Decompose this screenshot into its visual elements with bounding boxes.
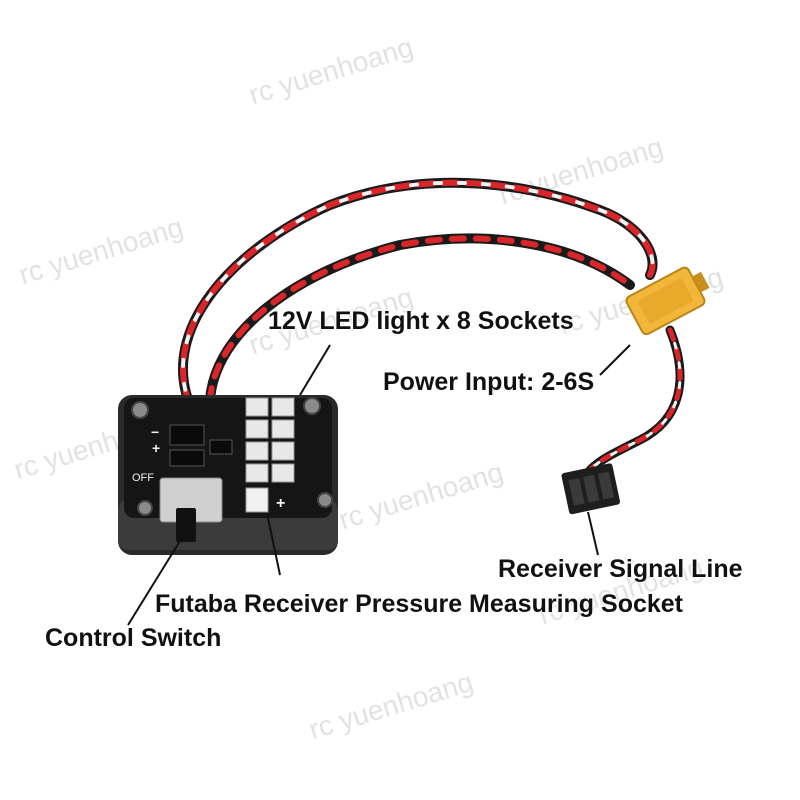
power-input-label: Power Input: 2-6S bbox=[383, 368, 595, 396]
wire-bundle-signal bbox=[585, 325, 685, 475]
led-socket-array bbox=[245, 397, 295, 483]
leader-lines bbox=[127, 344, 631, 626]
receiver-signal-label: Receiver Signal Line bbox=[498, 555, 743, 583]
led-switch-board bbox=[118, 395, 338, 555]
wire-bundle-power bbox=[205, 233, 635, 405]
plus-marking: + bbox=[152, 440, 161, 456]
minus-marking: − bbox=[151, 424, 160, 440]
control-switch-label: Control Switch bbox=[45, 624, 222, 652]
futaba-socket-label: Futaba Receiver Pressure Measuring Socke… bbox=[155, 590, 684, 618]
plus-marking: + bbox=[276, 495, 286, 512]
xt-connector bbox=[625, 266, 710, 336]
led-sockets-label: 12V LED light x 8 Sockets bbox=[268, 307, 574, 335]
wire-bundle-led bbox=[178, 177, 658, 410]
futaba-socket bbox=[245, 487, 269, 513]
switch-slider bbox=[176, 508, 196, 542]
servo-plug bbox=[561, 463, 621, 515]
off-marking: OFF bbox=[132, 472, 154, 484]
